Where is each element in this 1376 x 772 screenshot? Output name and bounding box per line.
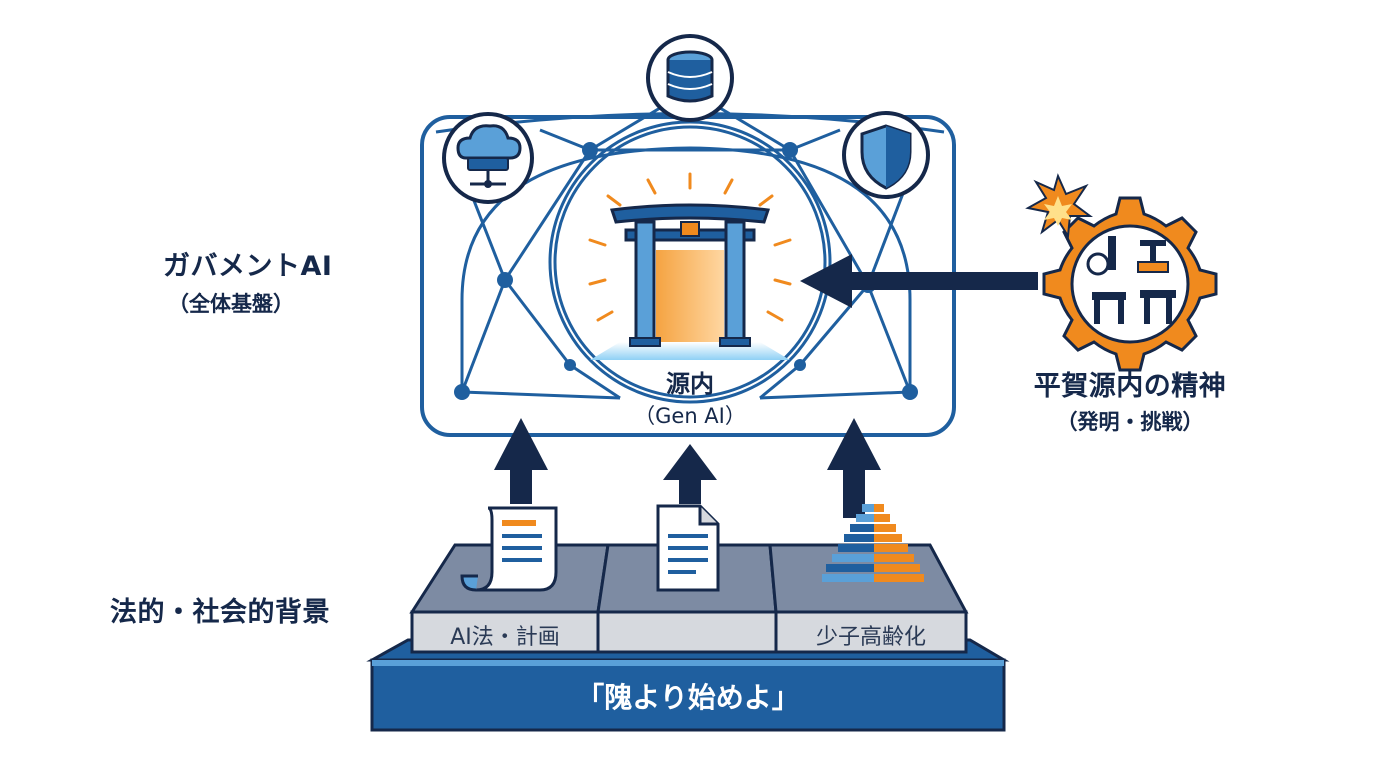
document-icon xyxy=(656,504,720,592)
database-icon xyxy=(646,34,734,122)
shield-icon xyxy=(842,111,930,199)
center-subtitle: （Gen AI） xyxy=(634,404,746,428)
gear-inventions-icon xyxy=(1025,173,1218,372)
foundation-label: 「隗より始めよ」 xyxy=(576,681,800,714)
inflow-arrow xyxy=(800,254,1038,308)
box-label-aging: 少子高齢化 xyxy=(815,625,926,650)
population-pyramid-icon xyxy=(822,504,924,582)
gov-ai-subtitle: （全体基盤） xyxy=(168,292,294,316)
scroll-document-icon xyxy=(460,506,558,592)
spirit-subtitle: （発明・挑戦） xyxy=(1056,410,1204,434)
spirit-title: 平賀源内の精神 xyxy=(1033,371,1227,402)
gov-ai-title: ガバメントAI xyxy=(163,251,333,282)
torii-gate-icon xyxy=(588,172,792,360)
center-title: 源内 xyxy=(666,370,714,398)
cloud-server-icon xyxy=(442,112,534,204)
base-platform xyxy=(366,638,1010,732)
up-arrows xyxy=(494,418,881,518)
background-title: 法的・社会的背景 xyxy=(110,597,330,628)
spark-icon xyxy=(1025,173,1093,240)
box-label-ai-law: AI法・計画 xyxy=(450,625,560,650)
